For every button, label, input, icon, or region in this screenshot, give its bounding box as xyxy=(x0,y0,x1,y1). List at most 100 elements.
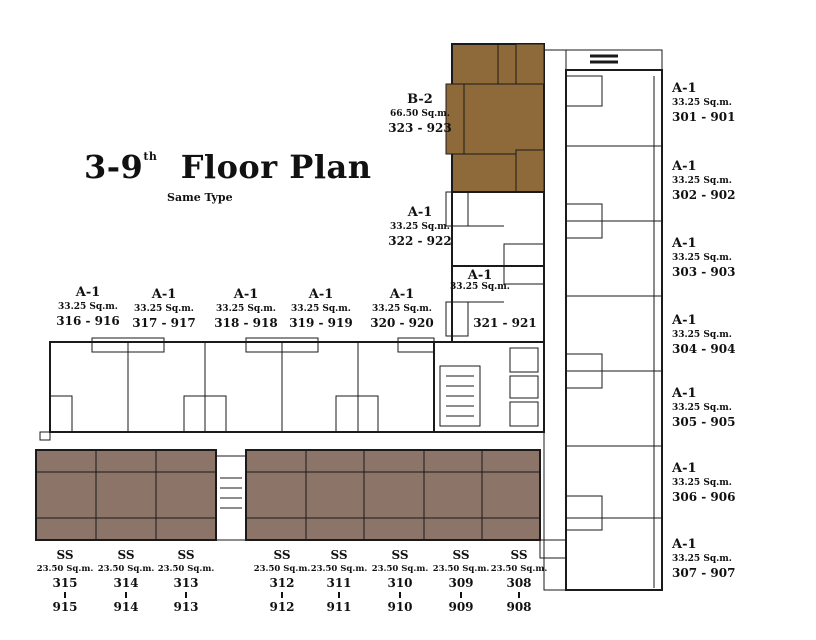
unit-area: 33.25 Sq.m. xyxy=(58,302,118,312)
unit-number-high: 912 xyxy=(269,599,295,614)
unit-area: 33.25 Sq.m. xyxy=(672,403,732,413)
unit-label-319: A-1 33.25 Sq.m. 319 - 919 xyxy=(273,288,369,329)
unit-type: A-1 xyxy=(308,287,334,302)
unit-area: 33.25 Sq.m. xyxy=(291,304,351,314)
unit-type: SS xyxy=(330,548,348,562)
unit-area: 23.50 Sq.m. xyxy=(310,564,368,574)
unit-area: 33.25 Sq.m. xyxy=(672,554,732,564)
range-tick xyxy=(64,591,66,598)
unit-label-306: A-1 33.25 Sq.m. 306 - 906 xyxy=(672,462,744,503)
unit-number-low: 313 xyxy=(173,575,199,590)
b2-bathroom-lower xyxy=(515,149,545,193)
range-tick xyxy=(125,591,127,598)
unit-label-302: A-1 33.25 Sq.m. 302 - 902 xyxy=(672,160,744,201)
unit-number-high: 915 xyxy=(52,599,78,614)
unit-type: SS xyxy=(452,548,470,562)
unit-number-low: 315 xyxy=(52,575,78,590)
unit-area: 33.25 Sq.m. xyxy=(672,253,732,263)
unit-label-301: A-1 33.25 Sq.m. 301 - 901 xyxy=(672,82,744,123)
unit-label-315: SS 23.50 Sq.m. 315 915 xyxy=(30,549,100,613)
center-wardrobe xyxy=(445,191,469,227)
unit-type: SS xyxy=(391,548,409,562)
unit-type: SS xyxy=(273,548,291,562)
range-tick xyxy=(518,591,520,598)
bathroom-pod xyxy=(565,495,603,531)
range-tick xyxy=(185,591,187,598)
unit-area: 33.25 Sq.m. xyxy=(372,304,432,314)
unit-number-high: 910 xyxy=(387,599,413,614)
range-tick xyxy=(338,591,340,598)
b2-bathroom-top xyxy=(515,43,545,85)
unit-type: A-1 xyxy=(672,159,697,174)
page-title: 3-9th Floor Plan xyxy=(84,148,372,186)
right-wing-outline xyxy=(565,69,663,591)
range-tick xyxy=(460,591,462,598)
unit-area: 33.25 Sq.m. xyxy=(672,176,732,186)
unit-label-321: A-1 33.25 Sq.m. xyxy=(450,269,510,292)
unit-area: 23.50 Sq.m. xyxy=(490,564,548,574)
unit-number-low: 308 xyxy=(506,575,532,590)
unit-label-318: A-1 33.25 Sq.m. 318 - 918 xyxy=(198,288,294,329)
top-row-outline xyxy=(49,341,435,433)
unit-range: 303 - 903 xyxy=(672,265,736,279)
unit-range: 307 - 907 xyxy=(672,566,736,580)
unit-type: A-1 xyxy=(389,287,415,302)
unit-label-303: A-1 33.25 Sq.m. 303 - 903 xyxy=(672,237,744,278)
unit-number-low: 309 xyxy=(448,575,474,590)
unit-range: 305 - 905 xyxy=(672,415,736,429)
top-bathroom xyxy=(49,395,73,433)
unit-range: 304 - 904 xyxy=(672,342,736,356)
unit-type: A-1 xyxy=(672,386,697,401)
unit-range: 319 - 919 xyxy=(289,316,353,330)
unit-type: A-1 xyxy=(151,287,177,302)
top-row-balcony xyxy=(39,431,51,441)
unit-number-high: 911 xyxy=(326,599,352,614)
unit-area: 23.50 Sq.m. xyxy=(371,564,429,574)
unit-area: 23.50 Sq.m. xyxy=(432,564,490,574)
lift-shaft xyxy=(509,375,539,399)
unit-range: 306 - 906 xyxy=(672,490,736,504)
ss-stair xyxy=(215,455,247,541)
right-corridor xyxy=(543,49,567,591)
unit-label-312: SS 23.50 Sq.m. 312 912 xyxy=(247,549,317,613)
unit-area: 33.25 Sq.m. xyxy=(672,478,732,488)
unit-area: 23.50 Sq.m. xyxy=(253,564,311,574)
unit-label-308: SS 23.50 Sq.m. 308 908 xyxy=(484,549,554,613)
unit-label-313: SS 23.50 Sq.m. 313 913 xyxy=(151,549,221,613)
top-wardrobe xyxy=(91,337,165,353)
unit-number-high: 908 xyxy=(506,599,532,614)
unit-area: 33.25 Sq.m. xyxy=(672,98,732,108)
stair-well xyxy=(439,365,481,427)
unit-type: A-1 xyxy=(672,461,697,476)
unit-area: 33.25 Sq.m. xyxy=(216,304,276,314)
unit-area: 23.50 Sq.m. xyxy=(36,564,94,574)
unit-number-low: 312 xyxy=(269,575,295,590)
ss-block-right xyxy=(245,449,541,541)
unit-label-314: SS 23.50 Sq.m. 314 914 xyxy=(91,549,161,613)
unit-number-high: 909 xyxy=(448,599,474,614)
unit-range: 320 - 920 xyxy=(370,316,434,330)
center-bathroom xyxy=(503,243,545,285)
top-wardrobe xyxy=(245,337,319,353)
top-bathroom xyxy=(183,395,227,433)
lift-shaft xyxy=(509,347,539,373)
ss-corner xyxy=(539,539,567,559)
unit-type: A-1 xyxy=(233,287,259,302)
unit-type: A-1 xyxy=(672,236,697,251)
range-tick xyxy=(281,591,283,598)
unit-range: 317 - 917 xyxy=(132,316,196,330)
unit-type: A-1 xyxy=(407,205,433,220)
unit-type: B-2 xyxy=(407,92,433,107)
right-wing-top xyxy=(565,49,663,71)
unit-type: SS xyxy=(177,548,195,562)
unit-range: 301 - 901 xyxy=(672,110,736,124)
unit-type: A-1 xyxy=(672,537,697,552)
lift-shaft xyxy=(509,401,539,427)
ss-block-left xyxy=(35,449,217,541)
unit-range: 302 - 902 xyxy=(672,188,736,202)
unit-type: A-1 xyxy=(672,81,697,96)
unit-label-322: A-1 33.25 Sq.m. 322 - 922 xyxy=(368,206,472,247)
unit-area: 23.50 Sq.m. xyxy=(157,564,215,574)
unit-number-low: 311 xyxy=(326,575,352,590)
